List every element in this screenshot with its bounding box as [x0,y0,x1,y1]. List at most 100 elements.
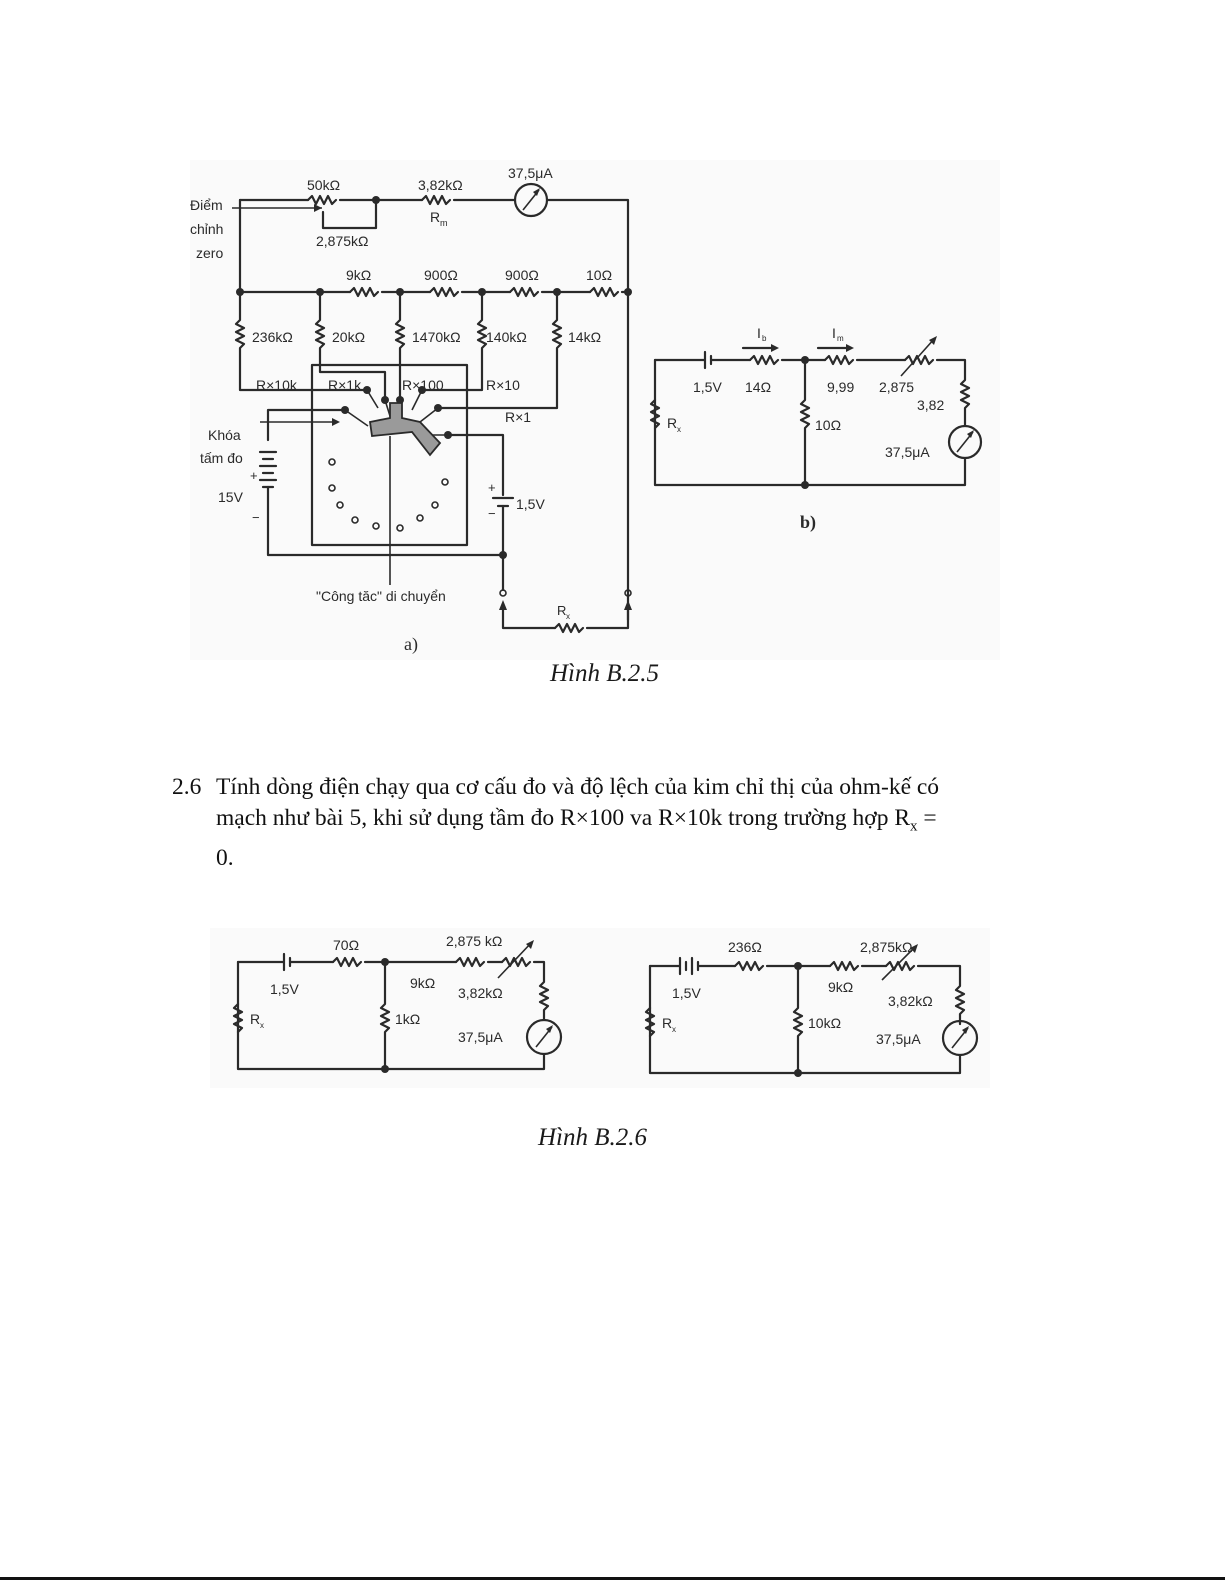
resistor-3-82k [420,194,452,206]
figure-b25: Điểm chỉnh zero 50kΩ 3,82kΩ R m 37,5μA 2… [190,160,1000,660]
resistor-rx-b [649,398,661,430]
resistor-10k [792,964,804,1075]
label-batt-left: 1,5V [270,981,299,997]
label-rx-right: R [662,1015,672,1031]
label-zero-adjust-2: chỉnh [190,221,223,237]
resistor-var-left [500,956,532,968]
page-bottom-rule [0,1577,1225,1580]
label-im-sub: m [837,334,844,343]
resistor-9k [348,286,380,298]
label-range-x1: R×1 [505,409,531,425]
label-range-x10k: R×10k [256,377,298,393]
figure-caption-b26: Hình B.2.6 [538,1124,648,1151]
circuit-diagram-a: Điểm chỉnh zero 50kΩ 3,82kΩ R m 37,5μA 2… [190,165,983,655]
label-14k: 14kΩ [568,329,601,345]
label-9k-left: 9kΩ [410,975,435,991]
resistor-9k-left [454,956,486,968]
label-range-switch: Khóa [208,427,241,443]
resistor-900b [508,286,540,298]
label-900b: 900Ω [505,267,539,283]
label-236: 236Ω [728,939,762,955]
problem-2-6: 2.6 Tính dòng điện chạy qua cơ cấu đo và … [172,772,1052,874]
label-3-82k-right: 3,82kΩ [888,993,933,1009]
resistor-rx-a [553,622,585,634]
label-ib: I [757,325,761,341]
resistor-var-right [884,960,916,972]
label-var-left: 2,875 kΩ [446,933,502,949]
label-9-99: 9,99 [827,379,854,395]
resistor-rx-left [232,1002,244,1034]
label-70: 70Ω [333,937,359,953]
resistor-9-99 [823,354,855,366]
label-rx-a-sub: x [566,612,570,621]
resistor-10 [588,286,620,298]
label-plus-15v: + [250,468,258,483]
label-batt-right: 1,5V [672,985,701,1001]
problem-line-2-sub: x [910,818,918,835]
resistor-3-82-right [916,964,966,1026]
label-rx-b: R [667,415,677,431]
label-236k: 236kΩ [252,329,293,345]
rotary-wiper [368,402,442,457]
label-range-x10: R×10 [486,377,520,393]
label-9k-right: 9kΩ [828,979,853,995]
label-50k: 50kΩ [307,177,340,193]
figure-caption-b25: Hình B.2.5 [550,660,660,687]
label-rx-right-sub: x [672,1025,676,1034]
label-9k: 9kΩ [346,267,371,283]
label-2-875: 2,875 [879,379,914,395]
problem-line-2-end: = [917,805,937,831]
problem-line-2-text: mạch như bài 5, khi sử dụng tầm đo R×100… [216,805,910,831]
unused-contacts [328,458,449,532]
label-1k: 1kΩ [395,1011,420,1027]
label-1-5v: 1,5V [516,496,545,512]
resistor-50k [306,194,338,206]
circuit-left: 70Ω 2,875 kΩ 1,5V 9kΩ 3,82kΩ R x 1kΩ 37,… [232,933,563,1073]
resistor-2-875-var [903,354,935,366]
label-3-82: 3,82 [917,397,944,413]
label-rx-a: R [557,603,566,618]
label-meter-b: 37,5μA [885,444,930,460]
label-rx-left-sub: x [260,1021,264,1030]
label-10k: 10kΩ [808,1015,841,1031]
problem-line-1: Tính dòng điện chạy qua cơ cấu đo và độ … [216,774,940,800]
label-rm-sub: m [440,218,448,228]
label-3-82k-left: 3,82kΩ [458,985,503,1001]
label-var-right: 2,875kΩ [860,939,913,955]
problem-number: 2.6 [172,774,202,800]
label-meter: 37,5μA [508,165,553,181]
label-meter-right: 37,5μA [876,1031,921,1047]
label-3-82k: 3,82kΩ [418,177,463,193]
problem-line-3: 0. [216,844,234,871]
label-20k: 20kΩ [332,329,365,345]
label-140k: 140kΩ [486,329,527,345]
label-batt-b: 1,5V [693,379,722,395]
label-meter-left: 37,5μA [458,1029,503,1045]
resistor-1k [379,960,391,1071]
label-zero-adjust: Điểm [190,197,223,213]
sublabel-a: a) [404,634,418,655]
branch-140k [420,290,488,392]
problem-line-2: mạch như bài 5, khi sử dụng tầm đo R×100… [172,803,1052,843]
label-minus-1-5v: − [488,506,496,521]
label-range-x1k: R×1k [328,377,362,393]
resistor-70 [331,956,363,968]
label-rm: R [430,209,440,225]
sublabel-b: b) [800,512,816,533]
label-range-switch-2: tấm đo [200,450,243,466]
label-plus-1-5v: + [488,480,496,495]
resistor-10-shunt [799,358,811,487]
label-10-shunt: 10Ω [815,417,841,433]
resistor-900a [428,286,460,298]
label-im: I [832,325,836,341]
label-1470k: 1470kΩ [412,329,461,345]
resistor-236 [733,960,765,972]
branch-1470k [394,290,406,402]
circuit-right: 236Ω 2,875kΩ 1,5V 9kΩ 3,82kΩ R x 10kΩ 37… [644,939,979,1077]
label-minus-15v: − [252,510,260,525]
resistor-9k-right [828,960,860,972]
label-zero-adjust-3: zero [196,245,223,261]
branch-236k [234,290,369,392]
label-14: 14Ω [745,379,771,395]
